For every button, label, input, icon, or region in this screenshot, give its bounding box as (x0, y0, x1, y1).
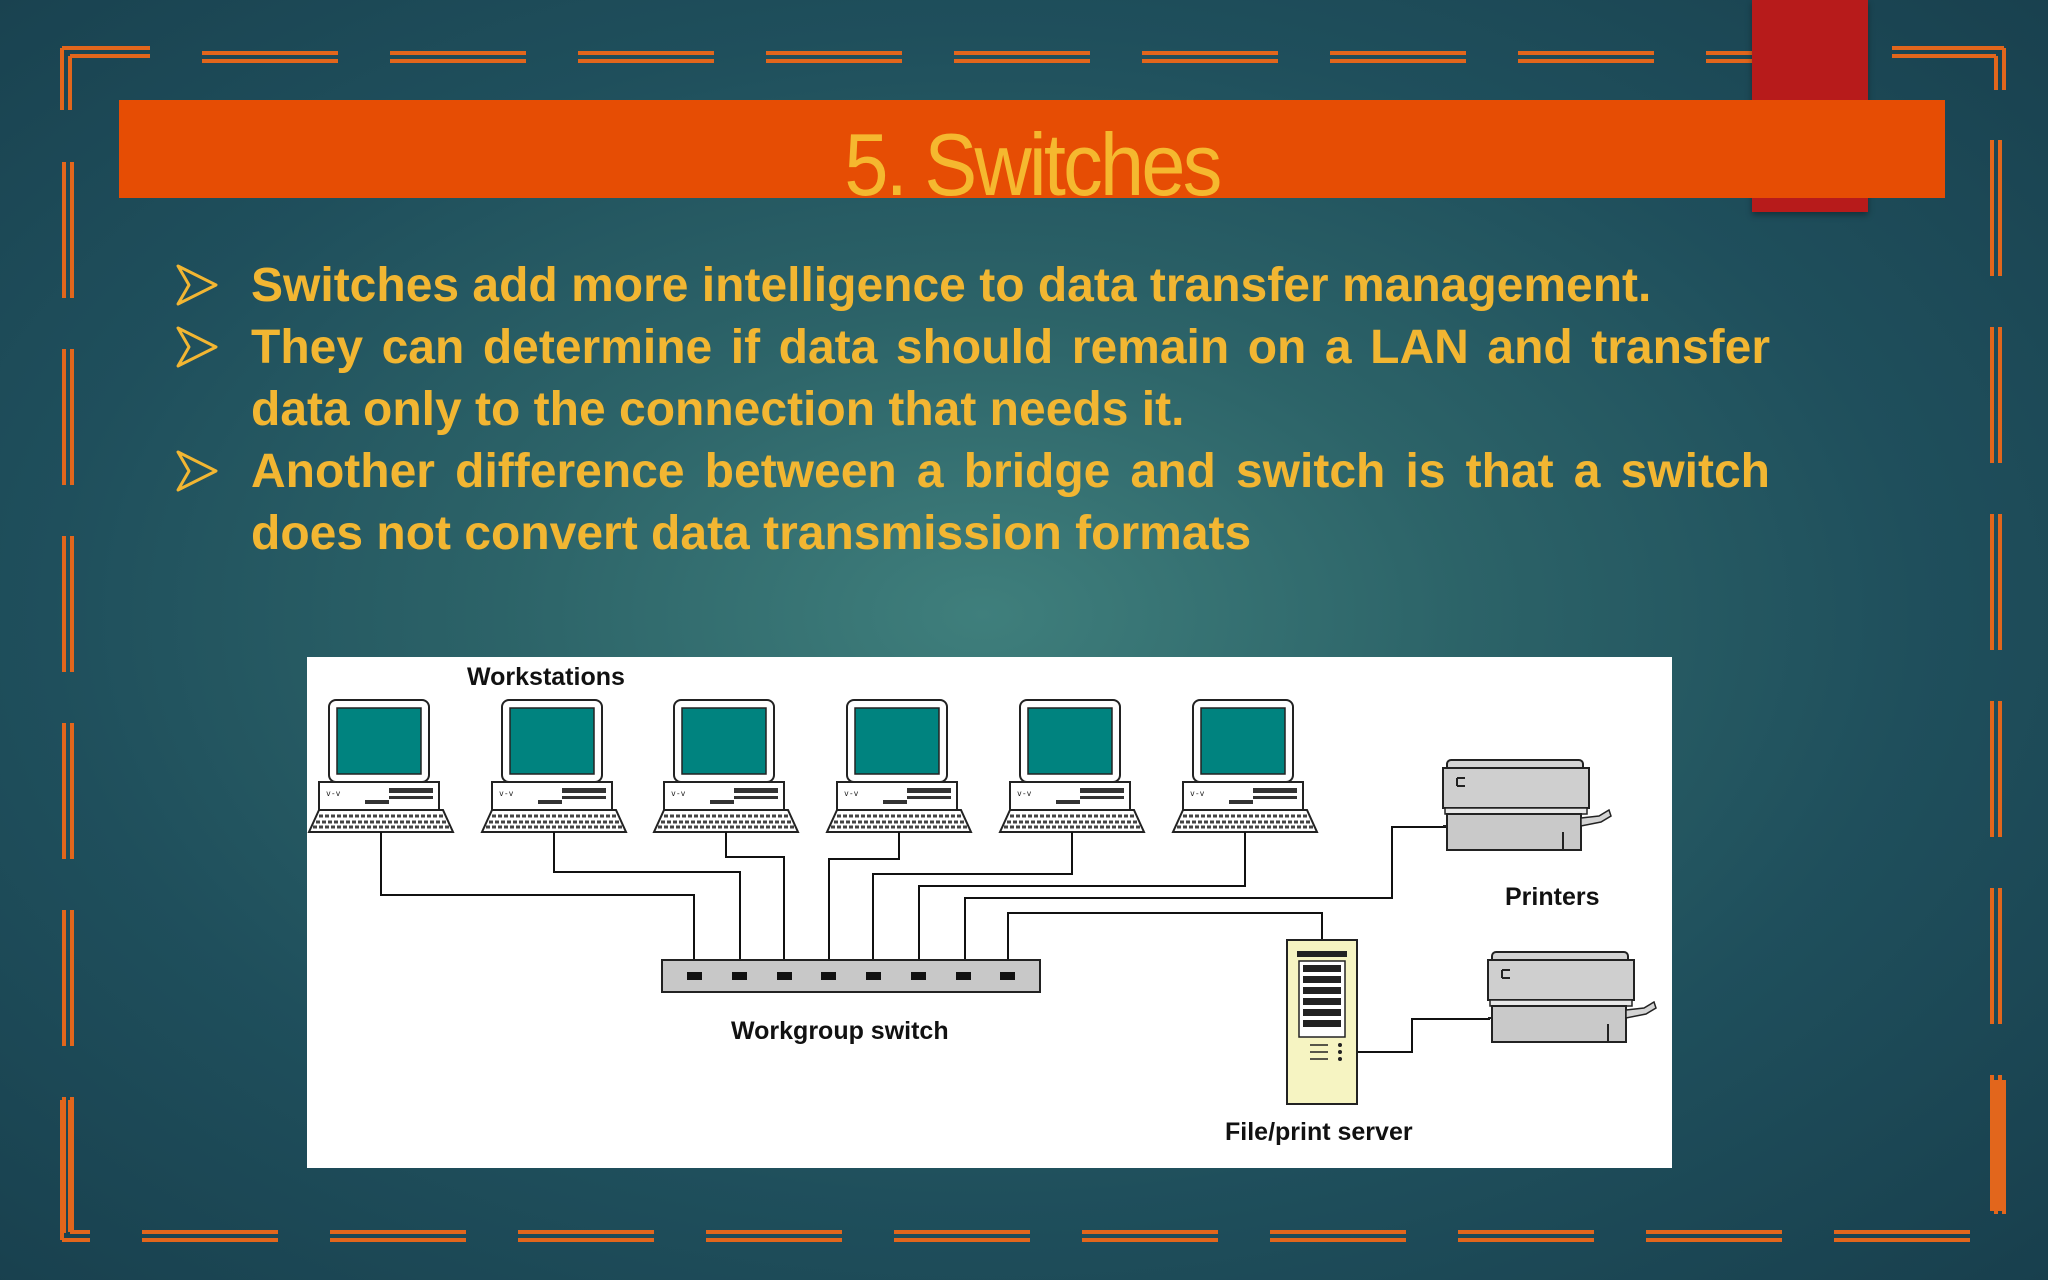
workstation-computer (998, 698, 1146, 834)
workstation-computer (307, 698, 455, 834)
bullet-text: Switches add more intelligence to data t… (251, 259, 1652, 312)
arrow-bullet-icon (176, 326, 218, 368)
bullet-text: Another difference between a bridge and … (251, 445, 1770, 560)
workstation-computer (825, 698, 973, 834)
network-cables (380, 826, 1490, 1053)
workstation-computer (480, 698, 628, 834)
arrow-bullet-icon (176, 450, 218, 492)
switch-label: Workgroup switch (731, 1017, 949, 1045)
printer (1442, 759, 1612, 851)
bullet-list: Switches add more intelligence to data t… (170, 255, 1770, 565)
network-diagram-art: v-v (307, 698, 1657, 1105)
bullet-item: Switches add more intelligence to data t… (170, 255, 1770, 317)
slide-title: 5. Switches (844, 115, 1222, 214)
printer (1487, 951, 1657, 1043)
network-diagram: v-v (307, 657, 1672, 1168)
workstation-computer (652, 698, 800, 834)
workgroup-switch (661, 959, 1041, 993)
bullet-text: They can determine if data should remain… (251, 321, 1770, 436)
bullet-item: Another difference between a bridge and … (170, 441, 1770, 565)
printers-label: Printers (1505, 883, 1600, 911)
workstations-label: Workstations (467, 663, 625, 691)
file-print-server (1286, 939, 1358, 1105)
title-banner (119, 100, 1945, 198)
workstation-computer (1171, 698, 1319, 834)
server-label: File/print server (1225, 1118, 1413, 1146)
bullet-item: They can determine if data should remain… (170, 317, 1770, 441)
arrow-bullet-icon (176, 264, 218, 306)
